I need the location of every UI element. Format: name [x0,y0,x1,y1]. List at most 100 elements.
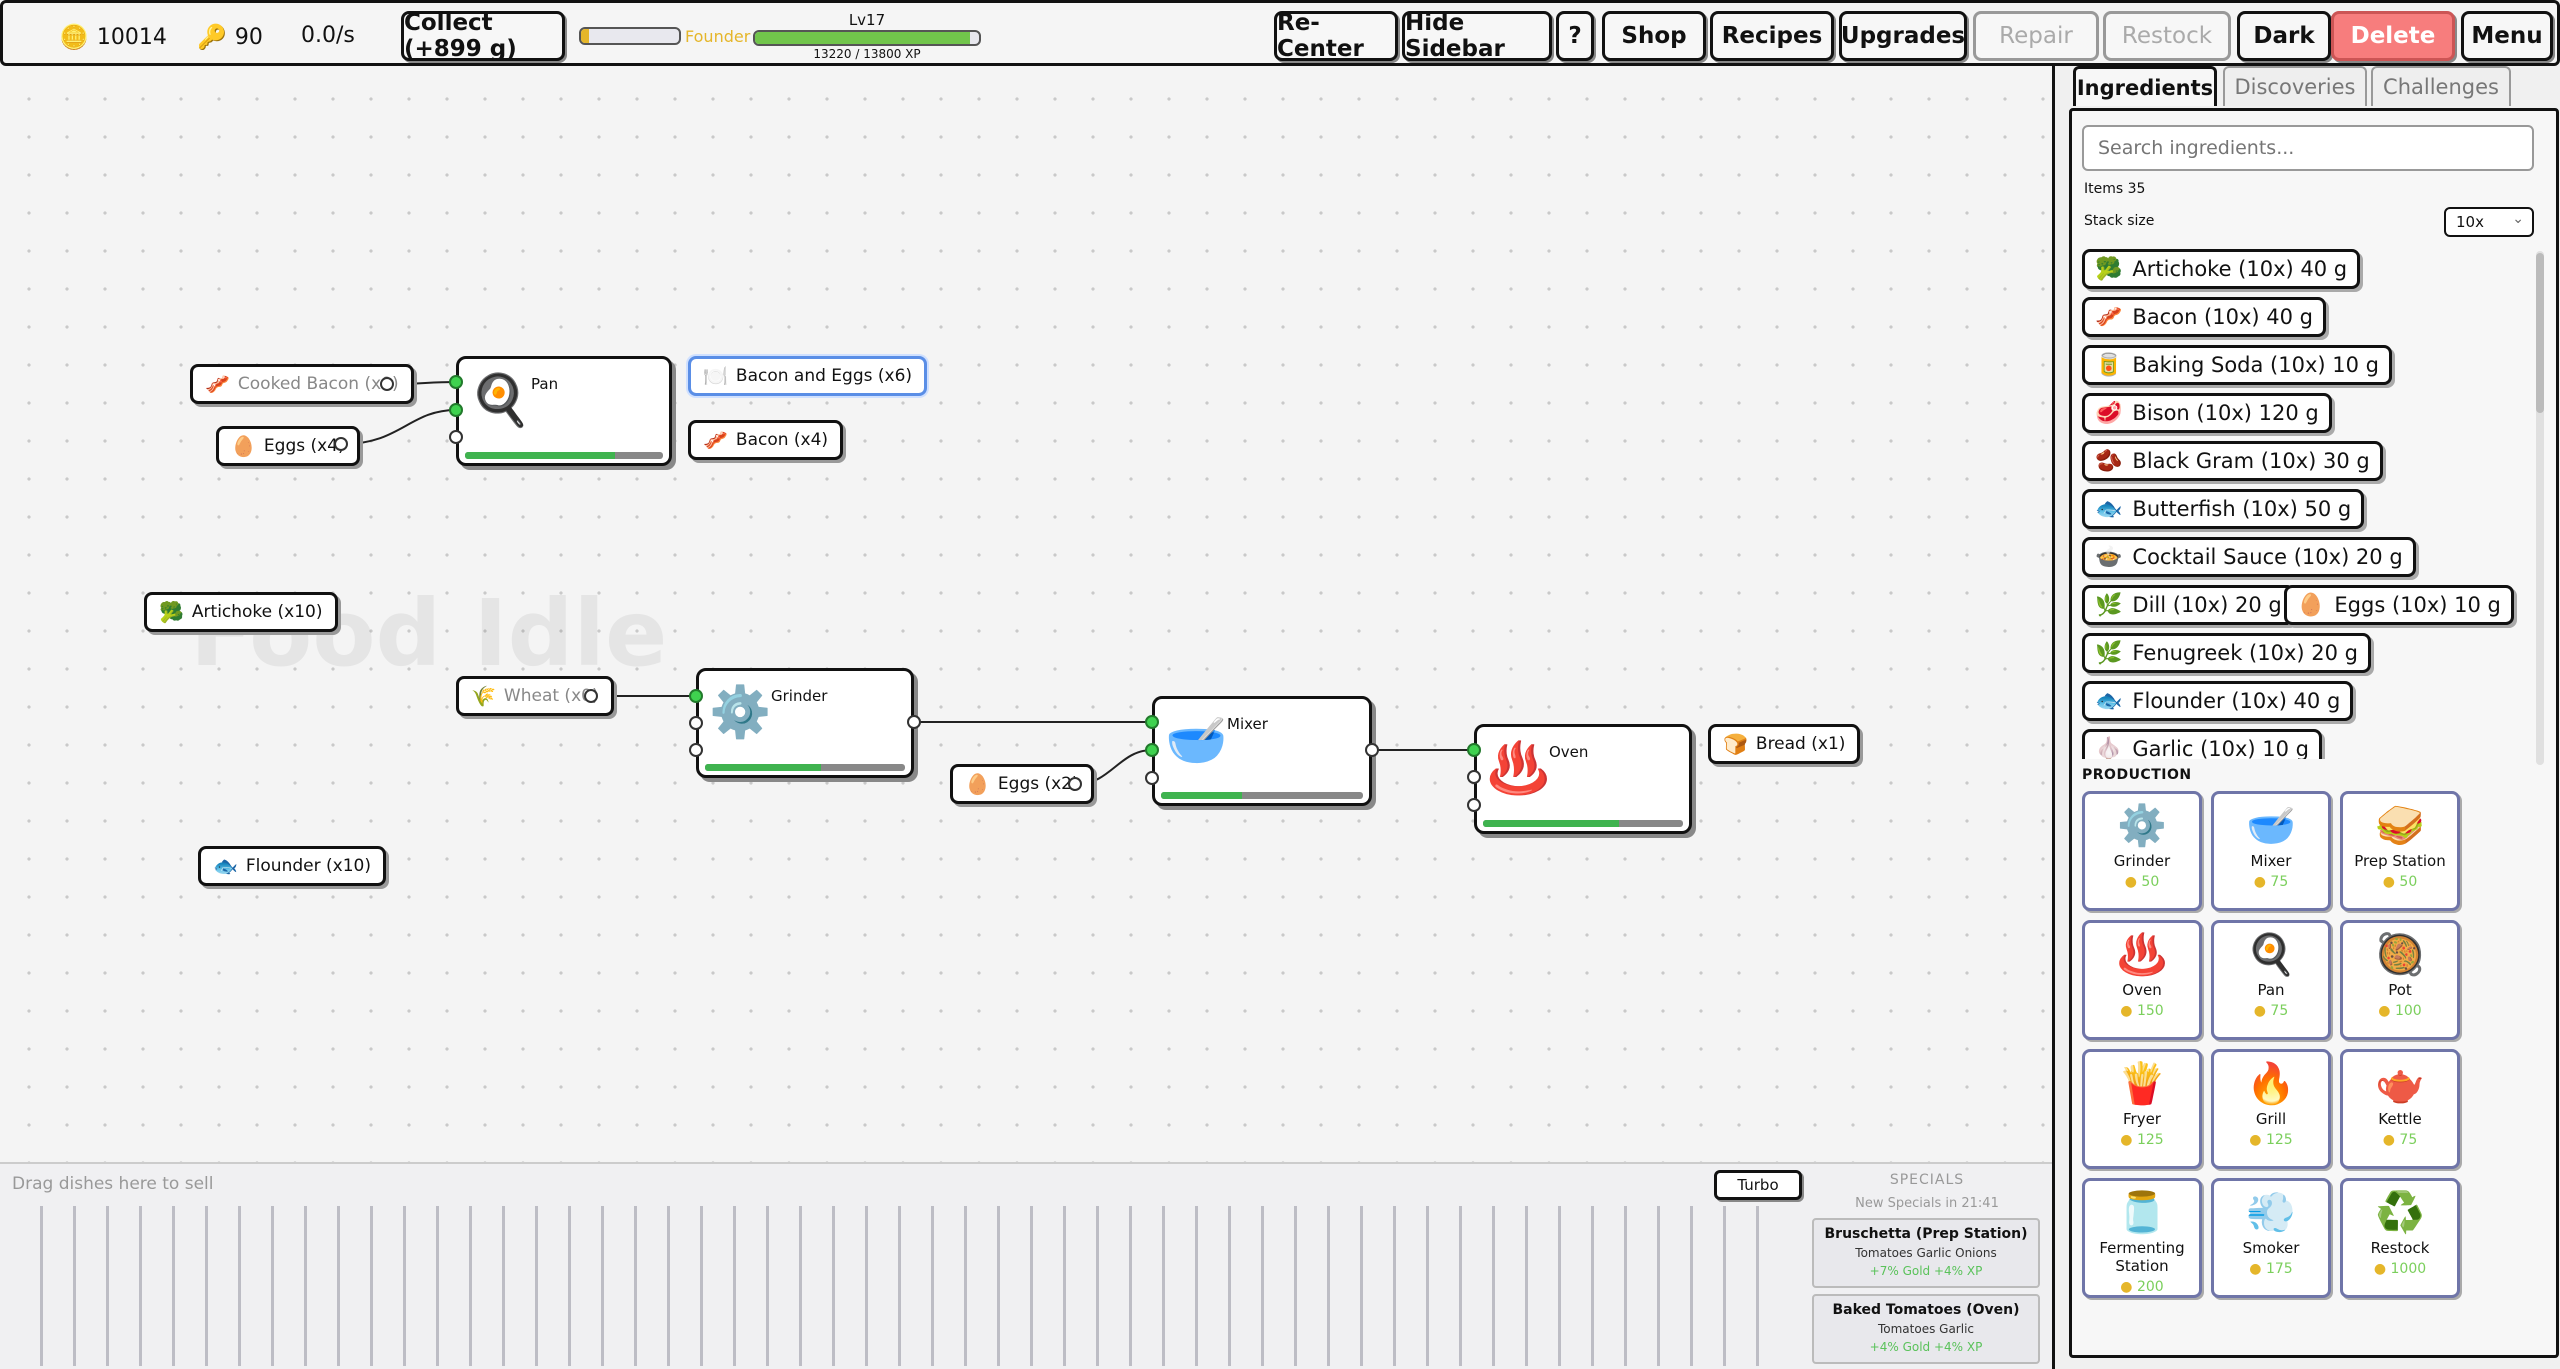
ingredient-fenugreek[interactable]: 🌿 Fenugreek (10x) 20 g [2082,633,2371,673]
restock-icon: ♻️ [2375,1190,2425,1236]
port-eggs-mixer-out[interactable] [1068,777,1082,791]
tab-ingredients[interactable]: Ingredients [2073,66,2217,106]
ingredient-black-gram[interactable]: 🫘 Black Gram (10x) 30 g [2082,441,2383,481]
upgrades-button[interactable]: Upgrades [1839,11,1967,61]
ingredients-panel: Items 35 Stack size 10x ⌄ 🥦 Artichoke (1… [2069,108,2559,1358]
ingredient-eggs[interactable]: 🥚 Eggs (10x) 10 g [2284,585,2514,625]
gold-value: 10014 [96,24,167,50]
search-input[interactable] [2082,125,2534,171]
production-kettle[interactable]: 🫖Kettle● 75 [2340,1049,2460,1169]
bread-icon: 🍞 [1723,732,1748,756]
special-card: Bruschetta (Prep Station) Tomatoes Garli… [1812,1218,2040,1288]
chip-eggs-pan[interactable]: 🥚 Eggs (x4) [216,426,360,466]
repair-button[interactable]: Repair [1973,11,2099,61]
production-cost: ● 50 [2124,874,2160,890]
chip-bacon-output[interactable]: 🥓 Bacon (x4) [688,420,844,460]
port-grinder-in-2[interactable] [689,716,703,730]
ingredient-cocktail-sauce[interactable]: 🍲 Cocktail Sauce (10x) 20 g [2082,537,2416,577]
fish-icon: 🐟 [2095,688,2123,714]
stack-size-select[interactable]: 10x ⌄ [2444,207,2534,237]
coin-icon: ● [2382,1132,2395,1148]
node-grinder[interactable]: ⚙️ Grinder [696,668,914,778]
rank-bar [579,27,681,45]
ingredient-butterfish[interactable]: 🐟 Butterfish (10x) 50 g [2082,489,2365,529]
hide-sidebar-button[interactable]: Hide Sidebar [1402,10,1552,62]
ingredient-bacon[interactable]: 🥓 Bacon (10x) 40 g [2082,297,2326,337]
port-oven-in-1[interactable] [1467,743,1481,757]
stack-size-label: Stack size [2084,213,2155,229]
port-cooked-bacon-out[interactable] [380,377,394,391]
egg-icon: 🥚 [965,772,990,796]
turbo-button[interactable]: Turbo [1714,1170,1802,1200]
sauce-icon: 🍲 [2095,544,2123,570]
ingredient-garlic[interactable]: 🧄 Garlic (10x) 10 g [2082,729,2323,759]
production-pan[interactable]: 🍳Pan● 75 [2211,920,2331,1040]
node-pan[interactable]: 🍳 Pan [456,356,672,466]
port-grinder-out[interactable] [907,715,921,729]
chip-cooked-bacon[interactable]: 🥓 Cooked Bacon (x0) [190,364,414,404]
ingredient-bison[interactable]: 🥩 Bison (10x) 120 g [2082,393,2332,433]
production-name: Fermenting Station [2099,1239,2185,1275]
coin-icon: ● [2373,1261,2387,1277]
port-mixer-in-3[interactable] [1145,771,1159,785]
node-oven[interactable]: ♨️ Oven [1474,724,1692,834]
production-fryer[interactable]: 🍟Fryer● 125 [2082,1049,2202,1169]
port-eggs-pan-out[interactable] [334,437,348,451]
recipes-button[interactable]: Recipes [1710,11,1834,61]
ingredient-scrollbar[interactable] [2536,251,2544,765]
egg-icon: 🥚 [2297,592,2325,618]
production-grinder[interactable]: ⚙️Grinder● 50 [2082,791,2202,911]
help-button[interactable]: ? [1556,11,1594,61]
production-pot[interactable]: 🥘Pot● 100 [2340,920,2460,1040]
dark-mode-button[interactable]: Dark [2237,11,2331,61]
chip-artichoke[interactable]: 🥦 Artichoke (x10) [144,592,338,632]
production-smoker[interactable]: 💨Smoker● 175 [2211,1178,2331,1298]
production-grill[interactable]: 🔥Grill● 125 [2211,1049,2331,1169]
delete-button[interactable]: Delete [2331,11,2455,61]
production-restock[interactable]: ♻️Restock● 1000 [2340,1178,2460,1298]
menu-button[interactable]: Menu [2461,11,2553,61]
recenter-button[interactable]: Re-Center [1274,10,1398,62]
sell-area[interactable]: Drag dishes here to sell Turbo SPECIALS … [0,1162,2052,1369]
port-pan-in-2[interactable] [449,403,463,417]
coin-icon: ● [2124,874,2137,890]
collect-button[interactable]: Collect (+899 g) [401,10,565,62]
coin-icon: ● [2378,1003,2391,1019]
port-grinder-in-3[interactable] [689,743,703,757]
shop-button[interactable]: Shop [1602,11,1706,61]
ingredient-flounder[interactable]: 🐟 Flounder (10x) 40 g [2082,681,2354,721]
sell-hint: Drag dishes here to sell [12,1174,214,1194]
fermenting-station-icon: 🫙 [2117,1190,2167,1236]
coin-icon: ● [2253,874,2266,890]
ingredient-baking-soda[interactable]: 🥫 Baking Soda (10x) 10 g [2082,345,2392,385]
port-mixer-in-2[interactable] [1145,743,1159,757]
port-mixer-out[interactable] [1365,743,1379,757]
port-oven-in-3[interactable] [1467,798,1481,812]
key-counter: 🔑 90 [197,23,263,51]
port-pan-in-3[interactable] [449,430,463,444]
port-wheat-out[interactable] [584,689,598,703]
factory-canvas[interactable]: Food Idle 🥓 Cooked Bacon (x0) 🥚 Eggs (x4… [0,70,2052,1162]
egg-icon: 🥚 [231,434,256,458]
production-mixer[interactable]: 🥣Mixer● 75 [2211,791,2331,911]
chip-bacon-and-eggs[interactable]: 🍽️ Bacon and Eggs (x6) [688,356,928,396]
port-oven-in-2[interactable] [1467,770,1481,784]
restock-button[interactable]: Restock [2103,11,2231,61]
node-mixer[interactable]: 🥣 Mixer [1152,696,1372,806]
production-prep-station[interactable]: 🥪Prep Station● 50 [2340,791,2460,911]
tab-discoveries[interactable]: Discoveries [2223,66,2367,106]
production-oven[interactable]: ♨️Oven● 150 [2082,920,2202,1040]
port-mixer-in-1[interactable] [1145,715,1159,729]
ingredient-artichoke[interactable]: 🥦 Artichoke (10x) 40 g [2082,249,2361,289]
port-grinder-in-1[interactable] [689,689,703,703]
ingredient-dill[interactable]: 🌿 Dill (10x) 20 g [2082,585,2295,625]
chip-bread[interactable]: 🍞 Bread (x1) [1708,724,1861,764]
chip-flounder[interactable]: 🐟 Flounder (x10) [198,846,386,886]
coin-icon: ● [2382,874,2395,890]
production-fermenting-station[interactable]: 🫙Fermenting Station● 200 [2082,1178,2202,1298]
port-pan-in-1[interactable] [449,375,463,389]
production-cost: ● 175 [2249,1261,2293,1277]
bacon-icon: 🥓 [2095,304,2123,330]
chip-eggs-mixer[interactable]: 🥚 Eggs (x2) [950,764,1094,804]
tab-challenges[interactable]: Challenges [2371,66,2511,106]
